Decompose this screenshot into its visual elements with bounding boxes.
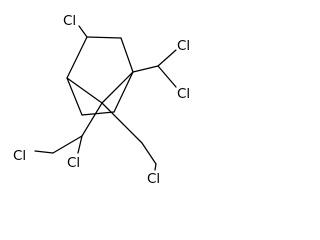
atom-labels: Cl Cl Cl Cl Cl Cl xyxy=(13,13,190,187)
bond-ch2-right-cl xyxy=(154,163,157,171)
bond-c2-cl xyxy=(78,25,88,38)
atom-label-cl-dichloromethyl-upper: Cl xyxy=(177,38,190,54)
atom-label-cl-bridge: Cl xyxy=(67,155,80,171)
bond-c4-c7 xyxy=(101,71,134,104)
bond-c5-c4 xyxy=(113,71,134,113)
bond-c9-ch2-right xyxy=(141,142,157,165)
bond-c8-cl xyxy=(77,135,83,154)
chemical-structure-diagram: Cl Cl Cl Cl Cl Cl xyxy=(13,13,190,187)
bond-chcl2-cl-lower xyxy=(157,65,177,88)
bond-c7-c9 xyxy=(101,102,143,144)
bond-c3-c4 xyxy=(120,37,134,73)
atom-label-cl-chloromethyl-left: Cl xyxy=(13,148,26,164)
bond-skeleton xyxy=(34,25,177,171)
bond-c1-c2 xyxy=(66,36,88,79)
atom-label-cl-dichloromethyl-lower: Cl xyxy=(177,86,190,102)
bond-ch2-left-cl xyxy=(34,150,54,154)
bond-c6-c5 xyxy=(81,111,115,116)
bond-c1-c7 xyxy=(66,77,103,104)
atom-label-cl-top: Cl xyxy=(63,13,76,29)
atom-label-cl-chloromethyl-right: Cl xyxy=(147,171,160,187)
bond-c4-chcl2 xyxy=(132,65,159,73)
bond-c7-c8 xyxy=(81,102,103,137)
bond-chcl2-cl-upper xyxy=(157,49,177,67)
bond-c8-ch2-left xyxy=(52,135,83,154)
bond-c2-c3 xyxy=(86,36,122,39)
bond-c1-c6 xyxy=(66,77,83,116)
